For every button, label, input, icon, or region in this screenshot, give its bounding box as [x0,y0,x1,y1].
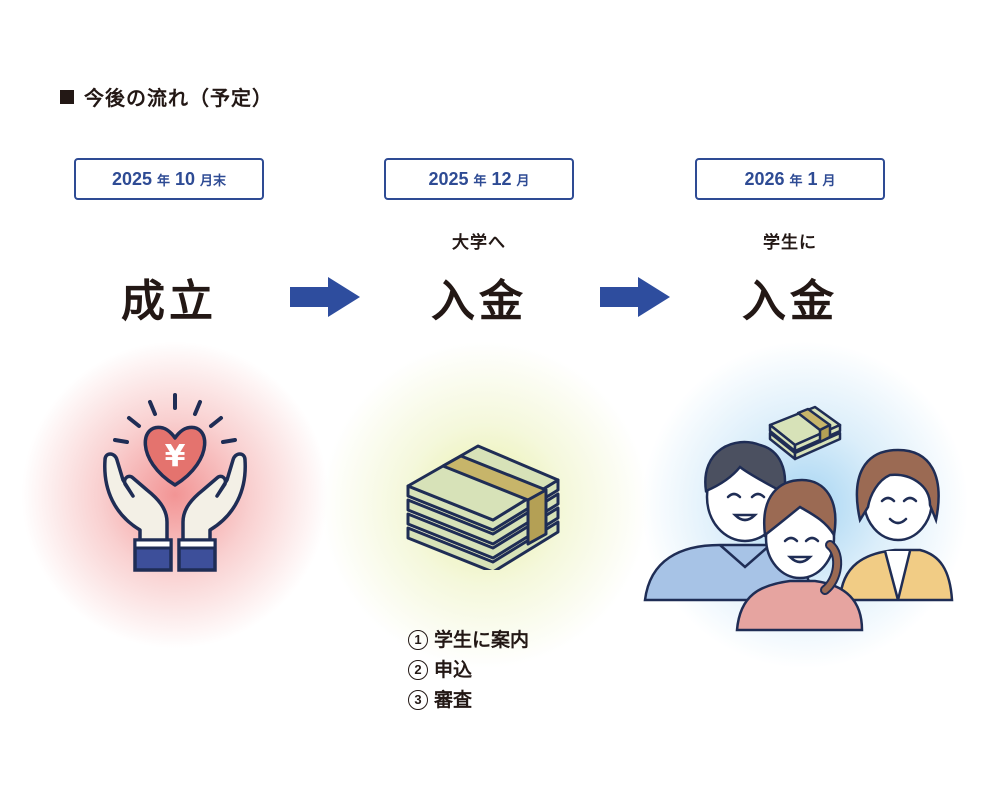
red-glow [20,340,330,650]
substep-list: 1 学生に案内 2 申込 3 審査 [408,625,529,715]
step-1-title: 成立 [121,276,217,327]
section-heading: 今後の流れ（予定） [60,82,273,111]
step-3-title: 入金 [742,276,838,327]
arrow-right-icon [600,277,670,317]
hands-heart-yen-icon: ¥ [103,393,247,572]
heading-text: 今後の流れ（予定） [84,86,273,110]
svg-text:¥: ¥ [165,439,186,474]
step-2-title: 入金 [431,276,527,327]
list-item: 3 審査 [408,685,529,715]
step-2-prelabel: 大学へ [452,233,506,253]
list-item: 2 申込 [408,655,529,685]
banknote-stack-icon [406,444,560,570]
step-3-prelabel: 学生に [763,233,817,253]
students-with-money-icon [643,405,954,632]
arrow-right-icon [290,277,360,317]
list-item: 1 学生に案内 [408,625,529,655]
square-bullet-icon [60,89,74,104]
